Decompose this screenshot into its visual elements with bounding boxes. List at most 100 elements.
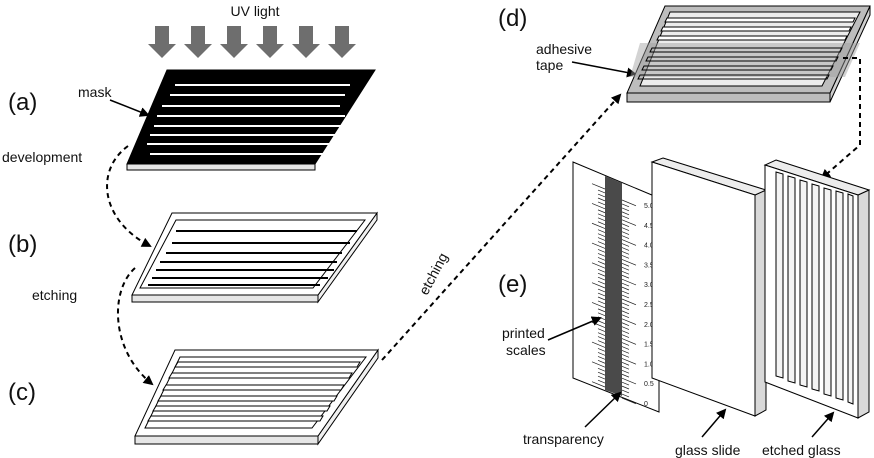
scale-minor-tick [597,237,606,241]
scale-major-tick [621,377,637,385]
scale-minor-tick [621,334,630,338]
etched-glass-pointer-arrow [811,411,835,438]
glass-slide-label: glass slide [675,442,741,458]
scale-tick-label: 2.0 [644,322,654,329]
scale-minor-tick [621,302,630,307]
scale-minor-tick [621,346,630,350]
panel-label-c: (c) [8,379,36,406]
scale-major-tick [591,183,606,190]
scale-minor-tick [621,294,630,299]
scale-major-tick [621,259,637,266]
scale-minor-tick [621,365,630,370]
scale-minor-tick [621,266,630,271]
scale-minor-tick [597,189,606,194]
scale-minor-tick [621,290,630,295]
scale-major-tick [621,278,637,286]
scale-minor-tick [621,369,630,374]
scale-minor-tick [621,393,630,398]
scale-major-tick [591,222,606,229]
panel-label-e: (e) [498,271,527,298]
scale-minor-tick [621,247,630,251]
scale-minor-tick [597,328,606,332]
glass-slide [650,157,768,417]
mask-label: mask [78,84,112,100]
scale-tick-label: 2.5 [644,302,654,309]
transparency-sheet: 5.04.54.03.53.02.52.01.51.00.50 [572,161,660,413]
scale-minor-tick [597,371,606,376]
scale-minor-tick [597,249,606,253]
scale-major-tick [621,219,637,226]
uv-arrow-icon [292,26,320,58]
transparency-pointer-arrow [584,391,622,428]
scale-tick-label: 0.5 [644,381,654,388]
scale-minor-tick [621,373,630,378]
scale-minor-tick [621,203,630,208]
mask-plate [126,69,376,171]
scale-minor-tick [621,215,630,220]
adhesive-tape-label-line2: tape [536,57,563,73]
scale-major-tick [621,318,637,325]
scale-minor-tick [621,310,630,315]
scale-minor-tick [621,274,630,279]
scale-major-tick [591,203,606,210]
scale-minor-tick [621,282,630,287]
scale-minor-tick [621,342,630,346]
panel-label-d: (d) [498,5,527,32]
scale-minor-tick [597,348,606,352]
scale-tick-label: 4.0 [644,243,654,250]
scale-minor-tick [597,292,606,297]
scale-minor-tick [597,367,606,372]
developed-plate [131,211,378,304]
assembly-arrow [820,57,861,180]
scale-minor-tick [597,352,606,356]
uv-arrows [148,26,356,58]
scale-minor-tick [597,375,606,380]
scale-minor-tick [621,389,630,394]
etching-arrow-left [117,267,154,386]
scale-minor-tick [621,207,630,212]
scale-major-tick [621,338,637,345]
scale-minor-tick [621,354,630,358]
uv-light-label: UV light [230,3,279,19]
scale-minor-tick [621,381,630,386]
scale-minor-tick [621,270,630,275]
scale-minor-tick [621,326,630,330]
taped-plate [626,5,871,103]
scale-minor-tick [621,306,630,311]
scale-major-tick [621,298,637,306]
scale-minor-tick [597,280,606,285]
scale-major-tick [591,302,606,309]
scale-minor-tick [621,263,630,267]
scale-minor-tick [621,211,630,216]
mask-pointer-arrow [109,99,150,117]
uv-arrow-icon [148,26,176,58]
etched-glass-label: etched glass [762,442,841,458]
etched-glass [763,159,871,419]
scale-major-tick [621,358,637,365]
scale-minor-tick [597,201,606,206]
uv-arrow-icon [220,26,248,58]
scale-minor-tick [621,227,630,231]
scale-minor-tick [597,276,606,281]
scale-minor-tick [621,255,630,259]
scale-major-tick [591,381,606,388]
scale-tick-label: 1.0 [644,361,654,368]
scale-tick-label: 1.5 [644,342,654,349]
scale-minor-tick [597,221,606,225]
scales-pointer-arrow [547,316,602,341]
scale-minor-tick [597,308,606,313]
scale-tick-label: 4.5 [644,223,654,230]
printed-scales-label-line2: scales [506,342,546,358]
uv-arrow-icon [328,26,356,58]
development-label: development [2,149,82,165]
scale-minor-tick [597,197,606,202]
adhesive-tape-label-line1: adhesive [536,41,592,57]
uv-arrow-icon [184,26,212,58]
scale-ticks [591,183,637,405]
scale-minor-tick [597,360,606,364]
scale-major-tick [591,262,606,269]
glass-slide-pointer-arrow [701,408,727,438]
scale-minor-tick [597,217,606,222]
scale-tick-label: 3.0 [644,282,654,289]
